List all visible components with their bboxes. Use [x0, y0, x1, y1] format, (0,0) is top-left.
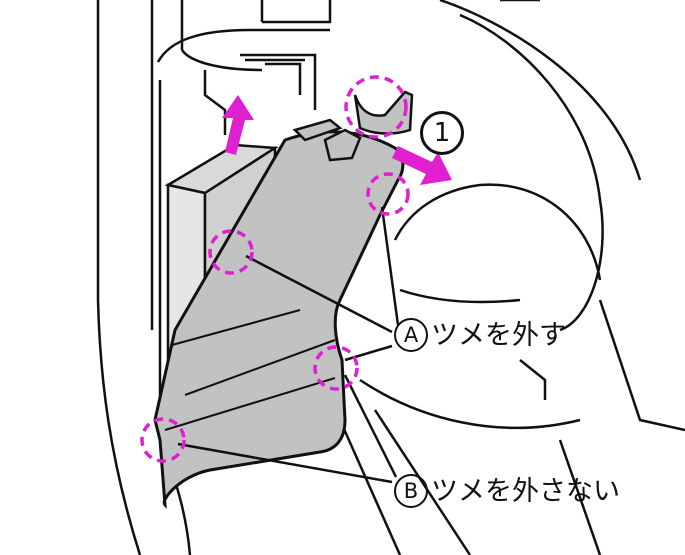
leader-lines — [177, 206, 400, 484]
vehicle-outline — [96, 0, 685, 555]
marker-b: B — [394, 474, 428, 508]
pull-arrow — [392, 146, 452, 185]
step-number-badge: 1 — [420, 111, 464, 155]
panel-fold-lines — [164, 309, 336, 431]
label-keep-clips: B ツメを外さない — [394, 474, 620, 508]
top-hook — [292, 90, 414, 162]
marker-a: A — [394, 318, 428, 352]
hook-highlight — [344, 75, 408, 139]
label-b-text: ツメを外さない — [431, 475, 620, 507]
clip-b-left — [140, 417, 186, 463]
clip-a-left — [208, 229, 254, 275]
clip-a-upper — [366, 172, 410, 216]
label-release-clips: A ツメを外す — [394, 318, 566, 352]
cover-panel — [153, 130, 405, 509]
label-a-text: ツメを外す — [431, 319, 566, 351]
lift-arrow — [222, 95, 254, 155]
clip-b-right — [313, 345, 359, 391]
highlight-circles — [140, 75, 410, 463]
